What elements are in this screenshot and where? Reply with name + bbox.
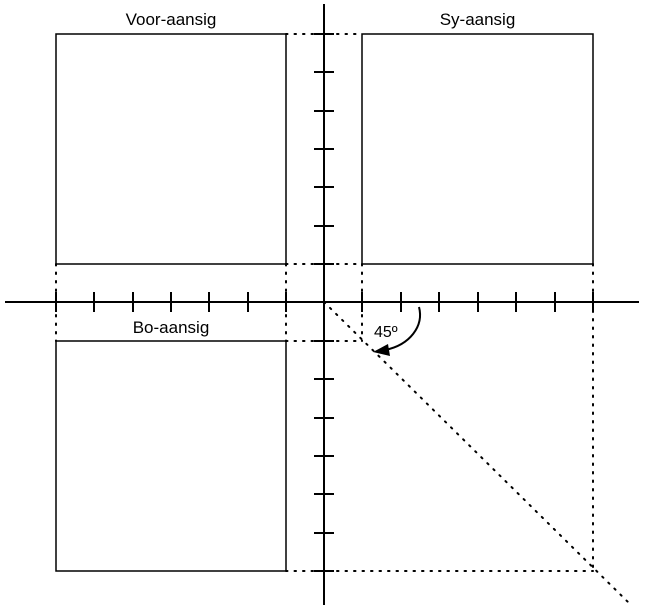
rotation-arrowhead (373, 344, 390, 356)
front-view-label: Voor-aansig (125, 10, 217, 29)
miter-line-45 (323, 301, 631, 605)
top-view-frame (55, 340, 287, 572)
horizontal-axis-ticks (55, 292, 594, 312)
rotation-arrow (384, 306, 421, 351)
projection-lines (55, 33, 631, 605)
front-view-frame (55, 33, 287, 265)
side-view-label: Sy-aansig (439, 10, 516, 29)
top-view-label: Bo-aansig (132, 318, 210, 337)
side-view-frame (361, 33, 594, 265)
angle-label: 45º (374, 324, 398, 341)
